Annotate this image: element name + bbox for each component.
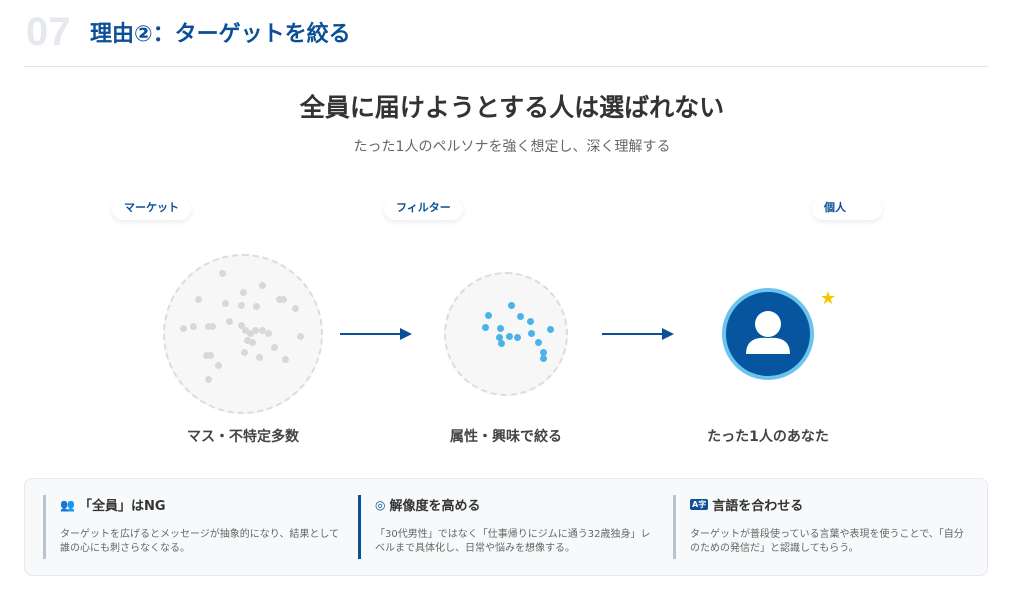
market-circle xyxy=(163,254,323,414)
market-dot xyxy=(209,323,216,330)
point-body: ターゲットが普段使っている言葉や表現を使うことで、「自分のための発信だ」と認識し… xyxy=(690,529,964,554)
point-title: 解像度を高める xyxy=(389,499,481,514)
market-dot xyxy=(242,327,249,334)
filtered-dot xyxy=(498,340,505,347)
market-dot xyxy=(282,356,289,363)
caption-market: マス・不特定多数 xyxy=(187,429,299,445)
filtered-dot xyxy=(508,302,515,309)
market-dot xyxy=(253,303,260,310)
filtered-dot xyxy=(540,349,547,356)
filtered-dot xyxy=(535,339,542,346)
market-dot xyxy=(244,337,251,344)
arrow-icon xyxy=(340,328,412,340)
filtered-dot xyxy=(547,326,554,333)
point-title: 言語を合わせる xyxy=(712,499,804,514)
market-dot xyxy=(195,296,202,303)
point-card: ◎解像度を高める 「30代男性」ではなく「仕事帰りにジムに通う32歳独身」レベル… xyxy=(358,495,658,559)
stage-tag-filter: フィルター xyxy=(384,198,463,220)
filtered-dot xyxy=(482,324,489,331)
section-title: 理由②：ターゲットを絞る xyxy=(90,22,351,47)
language-icon: A字 xyxy=(690,499,709,510)
filtered-dot xyxy=(506,333,513,340)
stage-tag-individual: 個人 xyxy=(812,198,882,220)
filtered-dot xyxy=(514,334,521,341)
market-dot xyxy=(265,330,272,337)
filtered-dot xyxy=(497,325,504,332)
market-dot xyxy=(219,270,226,277)
point-card: 👥「全員」はNG ターゲットを広げるとメッセージが抽象的になり、結果として誰の心… xyxy=(43,495,343,559)
market-dot xyxy=(276,296,283,303)
target-icon: ◎ xyxy=(375,497,386,512)
market-dot xyxy=(241,349,248,356)
market-dot xyxy=(280,296,287,303)
people-icon: 👥 xyxy=(60,497,75,512)
market-dot xyxy=(259,327,266,334)
market-dot xyxy=(249,339,256,346)
market-dot xyxy=(252,327,259,334)
filtered-dot xyxy=(517,313,524,320)
market-dot xyxy=(238,302,245,309)
market-dot xyxy=(190,323,197,330)
market-dot xyxy=(180,325,187,332)
market-dot xyxy=(259,282,266,289)
subheadline: たった1人のペルソナを強く想定し、深く理解する xyxy=(353,139,671,155)
market-dot xyxy=(205,323,212,330)
point-title: 「全員」はNG xyxy=(78,499,166,514)
market-dot xyxy=(222,300,229,307)
market-dot xyxy=(240,289,247,296)
market-dot xyxy=(247,330,254,337)
market-dot xyxy=(292,305,299,312)
arrow-icon xyxy=(602,328,674,340)
market-dot xyxy=(256,354,263,361)
points-panel: 👥「全員」はNG ターゲットを広げるとメッセージが抽象的になり、結果として誰の心… xyxy=(24,478,988,576)
point-body: ターゲットを広げるとメッセージが抽象的になり、結果として誰の心にも刺さらなくなる… xyxy=(60,529,340,554)
filtered-dot xyxy=(527,318,534,325)
filtered-dot xyxy=(485,312,492,319)
caption-filter: 属性・興味で絞る xyxy=(450,429,562,445)
person-avatar-icon xyxy=(722,288,814,380)
headline: 全員に届けようとする人は選ばれない xyxy=(299,93,725,122)
market-dot xyxy=(238,322,245,329)
section-number: 07 xyxy=(26,10,71,54)
filtered-dot xyxy=(496,334,503,341)
market-dot xyxy=(205,376,212,383)
star-icon: ★ xyxy=(820,288,837,309)
stage-tag-market: マーケット xyxy=(112,198,191,220)
market-dot xyxy=(226,318,233,325)
market-dot xyxy=(203,352,210,359)
point-card: A字言語を合わせる ターゲットが普段使っている言葉や表現を使うことで、「自分のた… xyxy=(673,495,973,559)
market-dot xyxy=(215,362,222,369)
market-dot xyxy=(271,344,278,351)
point-body: 「30代男性」ではなく「仕事帰りにジムに通う32歳独身」レベルまで具体化し、日常… xyxy=(375,529,651,554)
filtered-dot xyxy=(528,330,535,337)
caption-individual: たった1人のあなた xyxy=(707,429,829,445)
divider xyxy=(24,66,988,67)
market-dot xyxy=(297,333,304,340)
market-dot xyxy=(207,352,214,359)
filtered-dot xyxy=(540,355,547,362)
